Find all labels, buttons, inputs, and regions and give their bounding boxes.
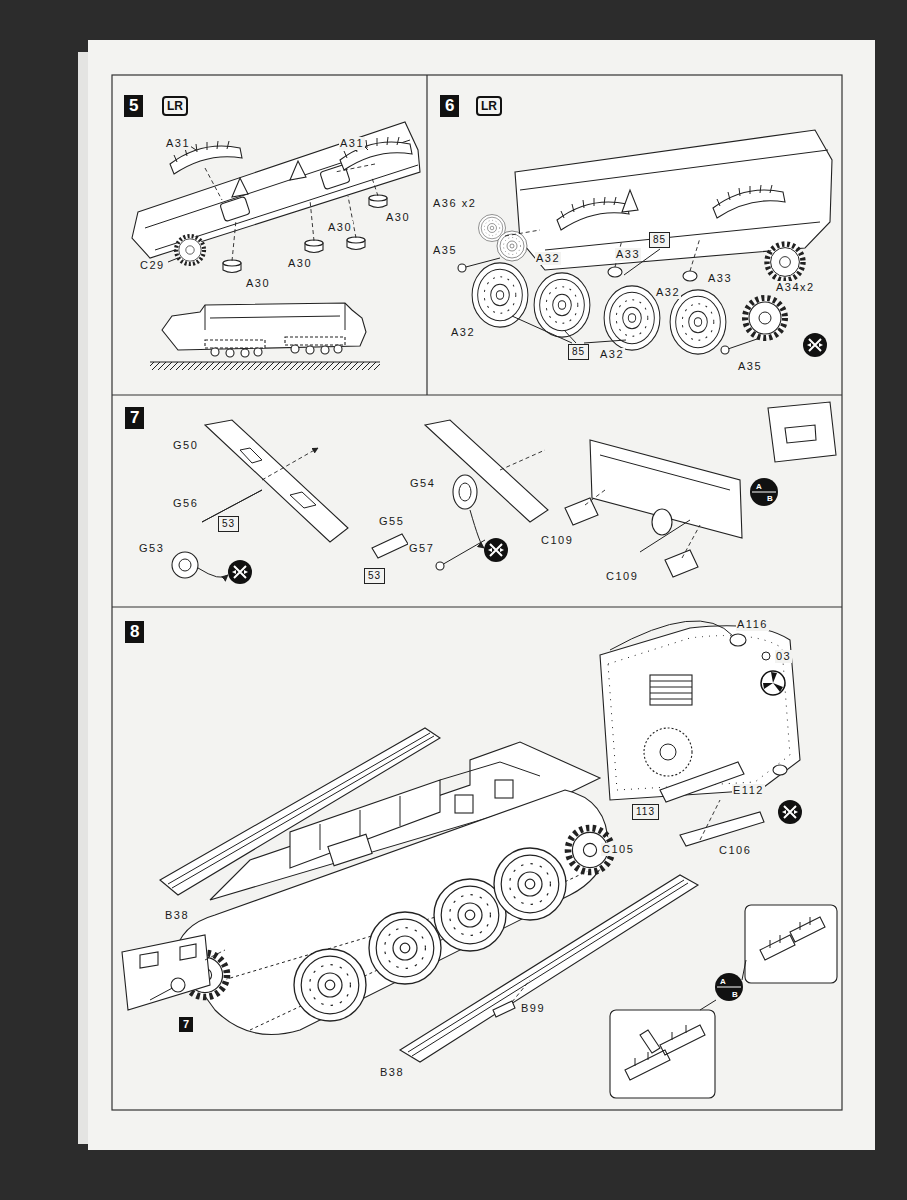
part-number: A33 (615, 248, 641, 261)
step7-art (172, 402, 836, 584)
paint-callout: 53 (218, 516, 239, 532)
step8-art (122, 621, 837, 1098)
node-text: 6 (445, 96, 454, 116)
node-text: 53 (368, 570, 381, 582)
part-number: A31 (339, 137, 365, 150)
paint-callout: 113 (632, 804, 659, 820)
part-number: E112 (732, 784, 765, 797)
node-text: LR (481, 99, 497, 113)
part-number: A31 (165, 137, 191, 150)
part-number: B38 (164, 909, 190, 922)
node-text: 7 (183, 1018, 189, 1031)
node-text: 5 (129, 96, 138, 116)
part-number: A32 (535, 252, 561, 265)
part-number: A30 (287, 257, 313, 270)
step-number: 6 (440, 95, 459, 117)
option-letter: B (767, 494, 773, 503)
node-text: 113 (636, 806, 655, 818)
page-sheet (88, 40, 875, 1150)
part-number: A32 (450, 326, 476, 339)
step-number: 7 (125, 407, 144, 429)
part-number: C105 (601, 843, 635, 856)
part-number: A35 (432, 244, 458, 257)
node-text: LR (167, 99, 183, 113)
part-number: A30 (245, 277, 271, 290)
part-number: A34x2 (775, 281, 816, 294)
node-text: 53 (222, 518, 235, 530)
node-text: 85 (653, 234, 666, 246)
node-text: 85 (572, 346, 585, 358)
paint-callout: 85 (568, 344, 589, 360)
part-number: C109 (540, 534, 574, 547)
part-number: A32 (655, 286, 681, 299)
part-number: A30 (385, 211, 411, 224)
node-text: 7 (130, 408, 139, 428)
step5-art (132, 122, 420, 370)
part-number: C109 (605, 570, 639, 583)
step-number: 8 (125, 621, 144, 643)
part-number: G50 (172, 439, 199, 452)
part-number: A116 (736, 618, 769, 631)
part-number: 03 (775, 650, 792, 663)
part-number: C29 (139, 259, 166, 272)
node-text: 8 (130, 622, 139, 642)
part-number: G54 (409, 477, 436, 490)
step-reference: 7 (179, 1017, 193, 1032)
step6-art (458, 130, 832, 357)
paint-callout: 85 (649, 232, 670, 248)
step-number: 5 (124, 95, 143, 117)
panel-frame (112, 75, 842, 1110)
part-number: G53 (138, 542, 165, 555)
part-number: B38 (379, 1066, 405, 1079)
part-number: G57 (408, 542, 435, 555)
option-letter: A (756, 482, 762, 491)
part-number: C106 (718, 844, 752, 857)
part-number: A32 (599, 348, 625, 361)
part-number: A30 (327, 221, 353, 234)
part-number: G56 (172, 497, 199, 510)
part-number: A36 x2 (432, 197, 477, 210)
part-number: A35 (737, 360, 763, 373)
paint-callout: 53 (364, 568, 385, 584)
part-number: B99 (520, 1002, 546, 1015)
part-number: A33 (707, 272, 733, 285)
part-number: G55 (378, 515, 405, 528)
option-letter: A (720, 977, 726, 986)
option-letter: B (732, 990, 738, 999)
side-badge: LR (162, 96, 188, 116)
side-badge: LR (476, 96, 502, 116)
